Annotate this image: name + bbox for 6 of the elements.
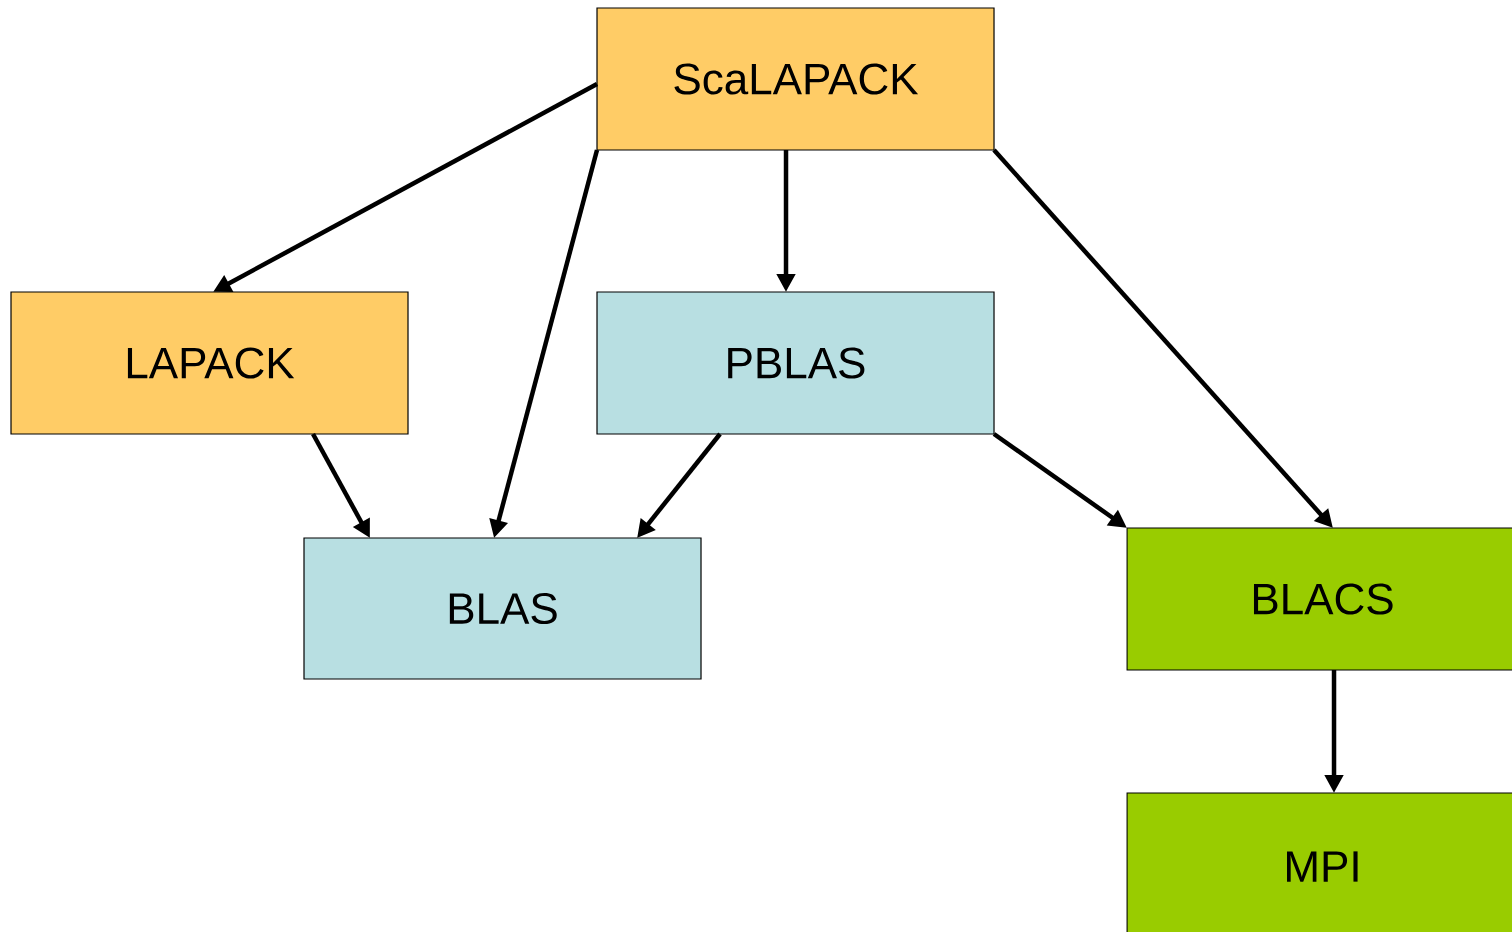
process-box: MPI bbox=[1126, 792, 1512, 932]
process-box: ScaLAPACK bbox=[596, 7, 995, 151]
process-box: BLACS bbox=[1126, 527, 1512, 671]
process-box: BLAS bbox=[303, 537, 702, 680]
process-box: LAPACK bbox=[10, 291, 409, 435]
process-box: PBLAS bbox=[596, 291, 995, 435]
